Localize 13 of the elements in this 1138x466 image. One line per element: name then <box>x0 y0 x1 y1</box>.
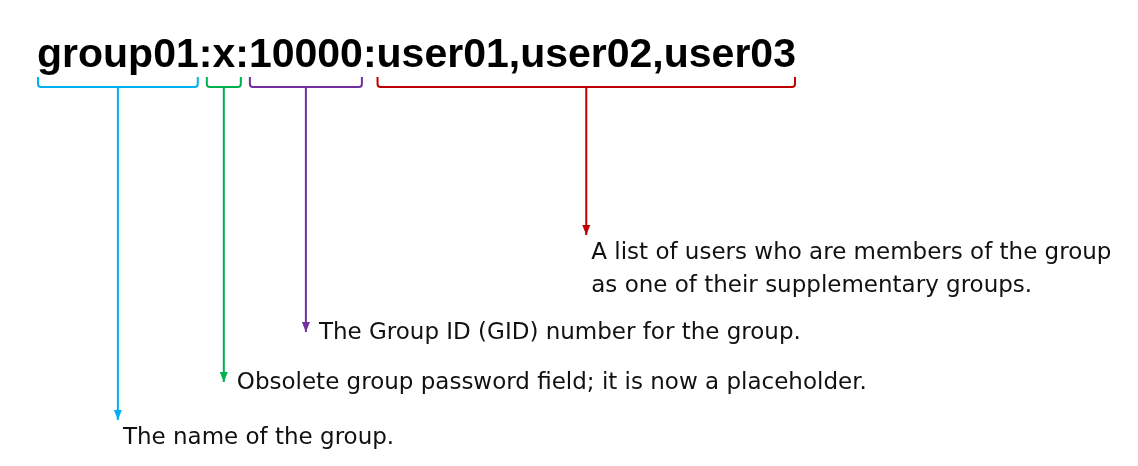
bracket-leader-arrow <box>248 76 363 333</box>
field-value-text: 10000 <box>248 30 363 77</box>
bracket-leader-arrow <box>205 76 242 383</box>
field-value-text: x <box>212 30 236 77</box>
description-text: The Group ID (GID) number for the group. <box>305 315 801 348</box>
field-value-text: user01,user02,user03 <box>376 30 796 77</box>
description-text: Obsolete group password field; it is now a placeholder. <box>223 365 867 398</box>
field-value-text: group01 <box>37 30 199 77</box>
description-text: A list of users who are members of the group as one of their supplementary groups. <box>580 235 1127 301</box>
colon-text: : <box>235 30 249 77</box>
colon-text: : <box>198 30 213 77</box>
colon-text: : <box>362 30 377 77</box>
description-text: The name of the group. <box>111 420 395 453</box>
